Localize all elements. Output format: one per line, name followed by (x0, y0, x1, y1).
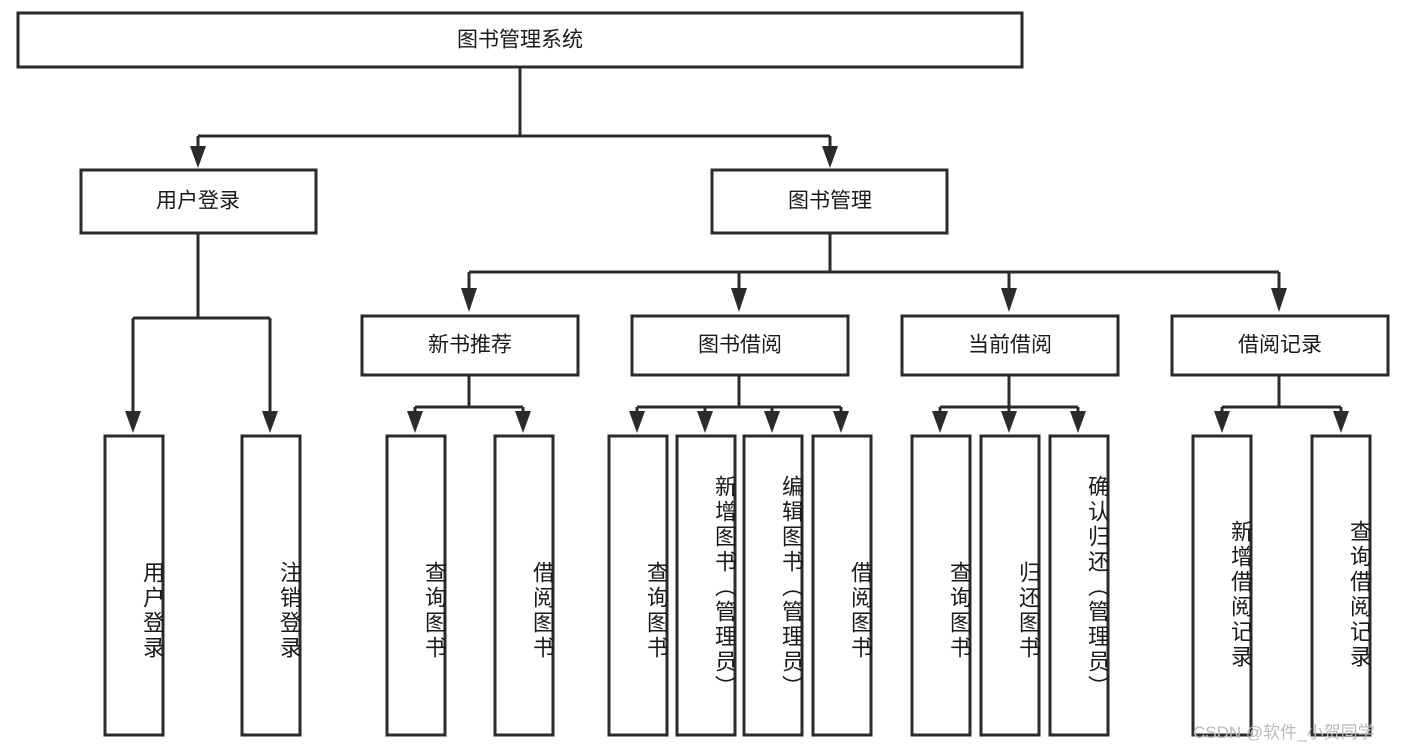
node-user-login-label: 用户登录 (156, 190, 240, 213)
node-borrow-record[interactable]: 借阅记录 (1170, 314, 1390, 377)
arrow-down-icon (1070, 411, 1086, 433)
node-user-login[interactable]: 用户登录 (79, 168, 318, 235)
node-borrow-record-box[interactable] (1170, 314, 1390, 377)
node-book-borrow-box[interactable] (630, 314, 850, 377)
connector-bookmgmt-to-level3 (461, 233, 1287, 312)
node-new-book-recommend[interactable]: 新书推荐 (360, 314, 580, 377)
node-current-borrow[interactable]: 当前借阅 (900, 314, 1120, 377)
connector-root-to-level2 (190, 67, 838, 168)
arrow-down-icon (764, 411, 780, 433)
leaf-box-logout[interactable] (240, 434, 302, 737)
arrow-down-icon (1001, 288, 1017, 312)
leaf-label-borrow-book-2: 借阅图书 (848, 561, 873, 661)
arrow-down-icon (1214, 411, 1230, 433)
node-book-borrow[interactable]: 图书借阅 (630, 314, 850, 377)
arrow-down-icon (1271, 288, 1287, 312)
node-book-borrow-label: 图书借阅 (698, 334, 782, 357)
arrow-down-icon (731, 288, 747, 312)
leaf-box-confirm-return[interactable] (1048, 434, 1110, 737)
leaf-box-edit-book[interactable] (742, 434, 804, 737)
leaf-label-user-login: 用户登录 (140, 561, 165, 661)
connector-currentborrow-to-leaves (932, 375, 1086, 433)
arrow-down-icon (932, 411, 948, 433)
connector-bookborrow-to-leaves (629, 375, 849, 433)
node-root-box[interactable] (16, 11, 1024, 69)
node-book-management-box[interactable] (710, 168, 949, 235)
node-book-management[interactable]: 图书管理 (710, 168, 949, 235)
leaf-box-add-record[interactable] (1191, 434, 1253, 737)
arrow-down-icon (190, 146, 206, 168)
leaf-label-return-book: 归还图书 (1016, 561, 1041, 661)
connector-userlogin-to-leaves (125, 233, 278, 433)
node-new-book-recommend-box[interactable] (360, 314, 580, 377)
leaf-box-query-book-2[interactable] (607, 434, 669, 737)
arrow-down-icon (629, 411, 645, 433)
leaf-box-borrow-book-2[interactable] (811, 434, 873, 737)
leaf-label-query-book-3: 查询图书 (947, 561, 972, 661)
leaf-label-query-record: 查询借阅记录 (1347, 520, 1372, 670)
leaf-label-add-book: 新增图书（管理员） (712, 474, 737, 700)
leaf-label-confirm-return: 确认归还（管理员） (1085, 474, 1110, 700)
node-root[interactable]: 图书管理系统 (16, 11, 1024, 69)
arrow-down-icon (1001, 411, 1017, 433)
arrow-down-icon (461, 288, 477, 312)
arrow-down-icon (262, 411, 278, 433)
arrow-down-icon (697, 411, 713, 433)
connector-newbook-to-leaves (407, 375, 531, 433)
leaf-boxes (103, 434, 1372, 737)
arrow-down-icon (125, 411, 141, 433)
leaf-label-edit-book: 编辑图书（管理员） (779, 474, 804, 700)
leaf-box-borrow-book-1[interactable] (493, 434, 555, 737)
node-book-management-label: 图书管理 (788, 190, 872, 213)
node-current-borrow-label: 当前借阅 (968, 334, 1052, 357)
arrow-down-icon (1333, 411, 1349, 433)
connector-borrowrecord-to-leaves (1214, 375, 1349, 433)
leaf-label-query-book-2: 查询图书 (644, 561, 669, 661)
leaf-box-query-book-3[interactable] (910, 434, 972, 737)
csdn-watermark: CSDN @软件_小贺同学 (1193, 723, 1375, 742)
leaf-label-borrow-book-1: 借阅图书 (530, 561, 555, 661)
arrow-down-icon (833, 411, 849, 433)
leaf-label-logout: 注销登录 (277, 561, 302, 661)
leaf-label-query-book-1: 查询图书 (422, 561, 447, 661)
arrow-down-icon (515, 411, 531, 433)
leaf-label-add-record: 新增借阅记录 (1228, 520, 1253, 670)
node-new-book-recommend-label: 新书推荐 (428, 334, 512, 357)
node-borrow-record-label: 借阅记录 (1238, 334, 1322, 357)
arrow-down-icon (822, 146, 838, 168)
leaf-box-add-book[interactable] (675, 434, 737, 737)
node-current-borrow-box[interactable] (900, 314, 1120, 377)
leaf-box-query-record[interactable] (1310, 434, 1372, 737)
arrow-down-icon (407, 411, 423, 433)
leaf-box-return-book[interactable] (979, 434, 1041, 737)
node-root-label: 图书管理系统 (457, 29, 583, 52)
leaf-box-query-book-1[interactable] (385, 434, 447, 737)
node-user-login-box[interactable] (79, 168, 318, 235)
leaf-box-user-login[interactable] (103, 434, 165, 737)
